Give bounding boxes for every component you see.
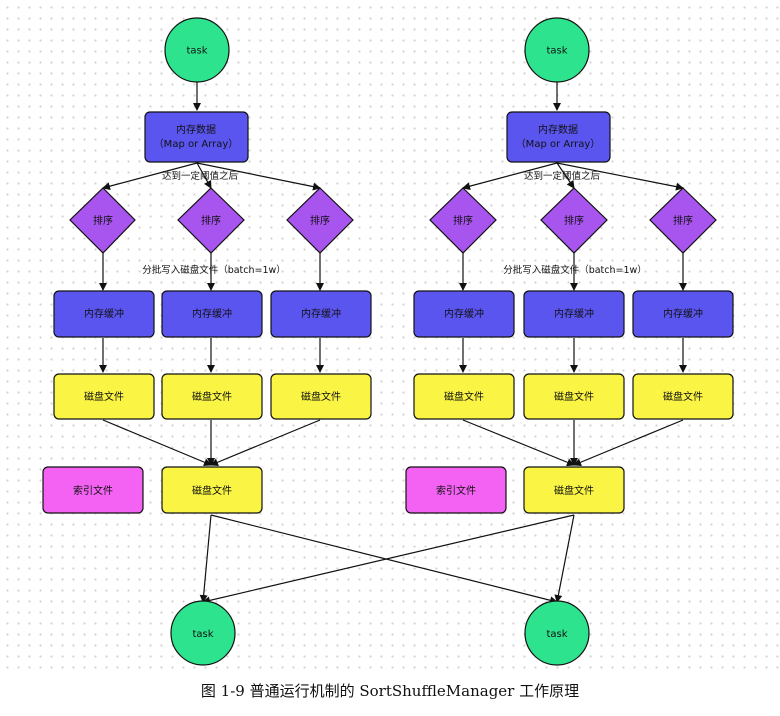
sort-node — [286, 187, 354, 254]
task-node — [164, 17, 230, 83]
buffer-node — [161, 290, 263, 338]
buffer-label: 内存缓冲 — [663, 307, 703, 320]
disk-file-label: 磁盘文件 — [192, 390, 232, 403]
edge-merged-left-to-task-bottom-left — [199, 514, 212, 603]
disk-file-label: 磁盘文件 — [301, 390, 341, 403]
edge-memory-to-sort-left-1 — [102, 162, 198, 191]
sort-node — [649, 187, 717, 254]
buffer-label: 内存缓冲 — [84, 307, 124, 320]
buffer-label: 内存缓冲 — [554, 307, 594, 320]
task-label: task — [546, 46, 567, 57]
disk-file-node — [523, 373, 625, 420]
task-label: task — [192, 629, 213, 640]
task-label: task — [186, 46, 207, 57]
figure-caption: 图 1-9 普通运行机制的 SortShuffleManager 工作原理 — [200, 682, 580, 700]
edge-disk-to-merged-left-1 — [102, 419, 212, 466]
batch-write-label: 分批写入磁盘文件（batch=1w） — [503, 264, 647, 276]
column-right: task 内存数据 （Map or Array） 达到一定阈值之后 排序 排序 … — [405, 17, 734, 514]
memory-data-label-line1: 内存数据 — [176, 123, 216, 136]
edge-memory-to-sort-left-2 — [196, 162, 212, 189]
sort-node — [429, 187, 497, 254]
disk-file-label: 磁盘文件 — [663, 390, 703, 403]
buffer-node — [53, 290, 155, 338]
edge-memory-to-sort-right-1 — [462, 162, 558, 191]
memory-data-label-line2: （Map or Array） — [154, 138, 239, 150]
disk-file-node — [632, 373, 734, 420]
index-file-label: 索引文件 — [73, 484, 113, 497]
bottom-tasks: task task — [170, 600, 590, 666]
edge-memory-to-sort-right-2 — [556, 162, 575, 189]
sort-node — [540, 187, 608, 254]
sort-node — [69, 187, 136, 254]
batch-write-label: 分批写入磁盘文件（batch=1w） — [142, 264, 286, 276]
threshold-label: 达到一定阈值之后 — [524, 170, 601, 182]
edges — [99, 82, 687, 605]
disk-file-label: 磁盘文件 — [444, 390, 484, 403]
sortshuffle-diagram: task 内存数据 （Map or Array） 达到一定阈值之后 排序 排序 … — [42, 17, 734, 666]
sort-label: 排序 — [201, 214, 221, 227]
index-file-node — [42, 466, 144, 514]
edge-memory-to-sort-right-3 — [556, 162, 684, 191]
diagram-canvas: task 内存数据 （Map or Array） 达到一定阈值之后 排序 排序 … — [0, 0, 780, 676]
task-node — [524, 17, 590, 83]
merged-disk-file-node — [161, 466, 263, 514]
buffer-node — [632, 290, 734, 338]
column-left: task 内存数据 （Map or Array） 达到一定阈值之后 排序 排序 … — [42, 17, 372, 514]
buffer-label: 内存缓冲 — [301, 307, 341, 320]
edge-disk-to-merged-left-3 — [210, 419, 321, 467]
merged-disk-file-label: 磁盘文件 — [192, 484, 232, 497]
disk-file-label: 磁盘文件 — [554, 390, 594, 403]
disk-file-node — [161, 373, 263, 420]
memory-data-label-line1: 内存数据 — [538, 123, 578, 136]
sort-label: 排序 — [310, 214, 330, 227]
memory-data-node — [144, 111, 249, 163]
task-node-bottom-right — [524, 600, 590, 666]
edge-merged-left-to-task-bottom-right — [210, 514, 558, 605]
buffer-node — [523, 290, 625, 338]
buffer-node — [413, 290, 515, 338]
buffer-label: 内存缓冲 — [444, 307, 484, 320]
merged-disk-file-node — [523, 466, 625, 514]
sort-node — [177, 187, 245, 254]
edge-disk-to-merged-right-3 — [573, 419, 684, 467]
sort-label: 排序 — [673, 214, 693, 227]
memory-data-label-line2: （Map or Array） — [516, 138, 601, 150]
merged-disk-file-label: 磁盘文件 — [554, 484, 594, 497]
edge-disk-to-merged-right-1 — [462, 419, 575, 467]
threshold-label: 达到一定阈值之后 — [162, 170, 239, 182]
disk-file-node — [53, 373, 155, 420]
sort-label: 排序 — [564, 214, 584, 227]
index-file-label: 索引文件 — [436, 484, 476, 497]
sort-label: 排序 — [453, 214, 473, 227]
sort-label: 排序 — [93, 214, 113, 227]
task-node-bottom-left — [170, 600, 236, 666]
disk-file-label: 磁盘文件 — [84, 390, 124, 403]
task-label: task — [546, 629, 567, 640]
buffer-label: 内存缓冲 — [192, 307, 232, 320]
buffer-node — [270, 290, 372, 338]
memory-data-node — [506, 111, 611, 163]
disk-file-node — [413, 373, 515, 420]
index-file-node — [405, 466, 507, 514]
edge-merged-right-to-task-bottom-right — [554, 514, 575, 603]
disk-file-node — [270, 373, 372, 420]
edge-merged-right-to-task-bottom-left — [202, 514, 575, 605]
edge-memory-to-sort-left-3 — [196, 162, 321, 191]
